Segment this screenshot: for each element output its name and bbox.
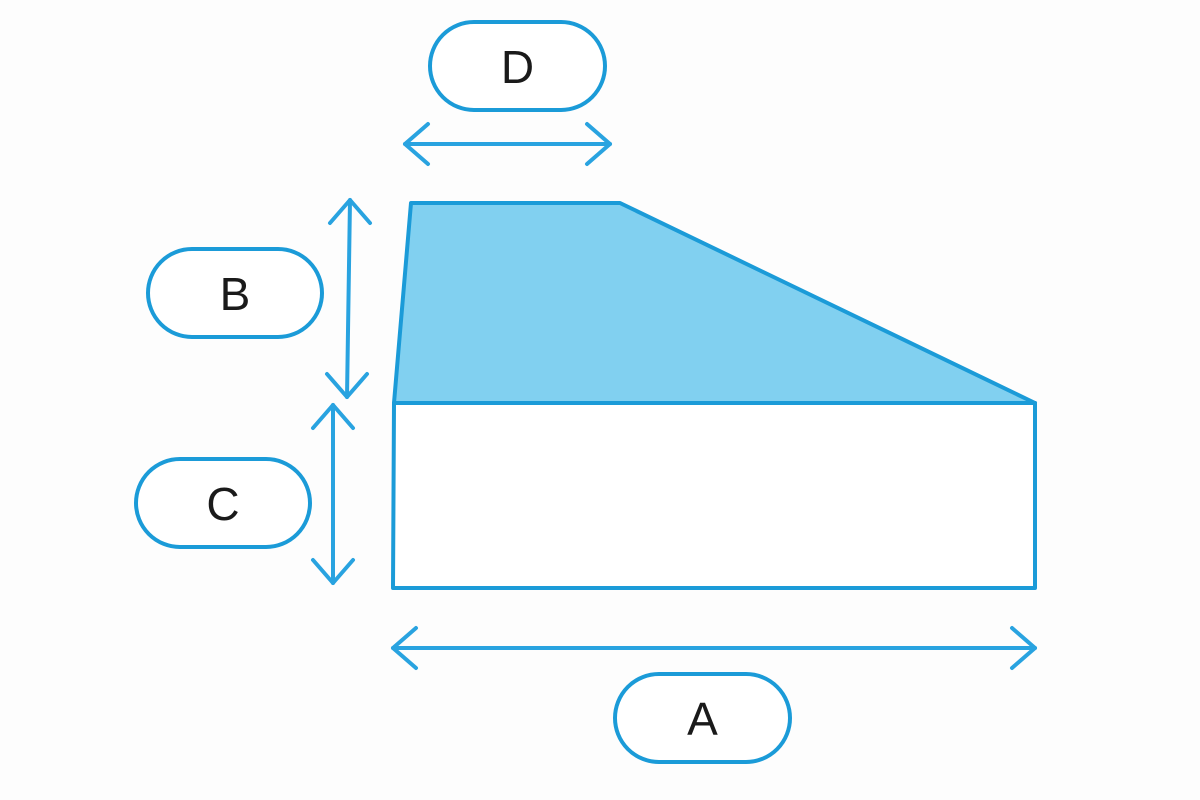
arrow-a-head-left bbox=[391, 626, 418, 670]
arrow-d-head-right bbox=[585, 122, 612, 166]
label-pill-c-text: C bbox=[206, 478, 239, 530]
lower-white-rectangle bbox=[391, 401, 1037, 590]
arrow-d-head-left bbox=[403, 122, 430, 166]
arrow-b-shaft bbox=[345, 198, 352, 399]
label-pill-d[interactable]: D bbox=[428, 20, 607, 112]
label-pill-b-text: B bbox=[220, 268, 251, 320]
arrow-b-head-bottom bbox=[325, 372, 369, 399]
dimension-arrow-a bbox=[391, 626, 1037, 670]
label-pill-a[interactable]: A bbox=[613, 672, 792, 764]
dimension-arrow-d bbox=[403, 122, 612, 166]
arrow-a-head-right bbox=[1010, 626, 1037, 670]
shape-group bbox=[391, 201, 1037, 590]
upper-blue-trapezoid bbox=[392, 201, 1037, 405]
arrow-b-head-top bbox=[328, 198, 372, 225]
label-pill-d-text: D bbox=[501, 41, 534, 93]
label-pill-c[interactable]: C bbox=[134, 457, 312, 549]
label-pill-b[interactable]: B bbox=[146, 247, 324, 339]
label-pill-c-shape bbox=[134, 457, 312, 549]
label-pill-b-shape bbox=[146, 247, 324, 339]
label-pill-a-text: A bbox=[687, 693, 718, 745]
dimension-arrow-c bbox=[311, 403, 355, 585]
dimension-arrow-b bbox=[325, 198, 372, 399]
label-pill-d-shape bbox=[428, 20, 607, 112]
label-pill-a-shape bbox=[613, 672, 792, 764]
arrow-c-head-bottom bbox=[311, 558, 355, 585]
arrow-c-head-top bbox=[311, 403, 355, 430]
